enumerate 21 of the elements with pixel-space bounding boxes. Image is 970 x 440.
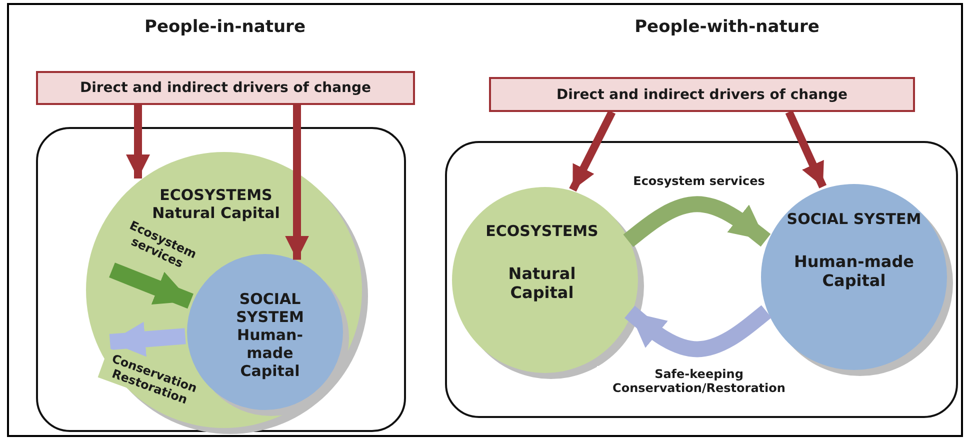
node-text: Direct and indirect drivers of change [556, 86, 848, 102]
node-text: Direct and indirect drivers of change [80, 80, 372, 96]
panel-title: People-in-nature [144, 17, 306, 37]
node-text: SOCIAL SYSTEM Human-made Capital [235, 290, 305, 380]
system-frame [36, 127, 406, 432]
system-frame [445, 141, 958, 418]
driver-box [36, 71, 415, 105]
node-text: ECOSYSTEMS [484, 222, 600, 240]
panel-title: People-with-nature [634, 17, 820, 37]
node-text: Human-made Capital [792, 252, 916, 290]
driver-box [489, 77, 915, 112]
arrow [624, 305, 772, 358]
arrow [623, 196, 771, 248]
arrow [569, 110, 616, 192]
node-text: SOCIAL SYSTEM [786, 210, 922, 228]
arrow [109, 322, 186, 357]
arrow [785, 110, 827, 188]
arrow [109, 262, 194, 309]
arrow [126, 105, 150, 178]
node-text: Natural Capital [507, 264, 577, 302]
arrow [285, 105, 309, 260]
